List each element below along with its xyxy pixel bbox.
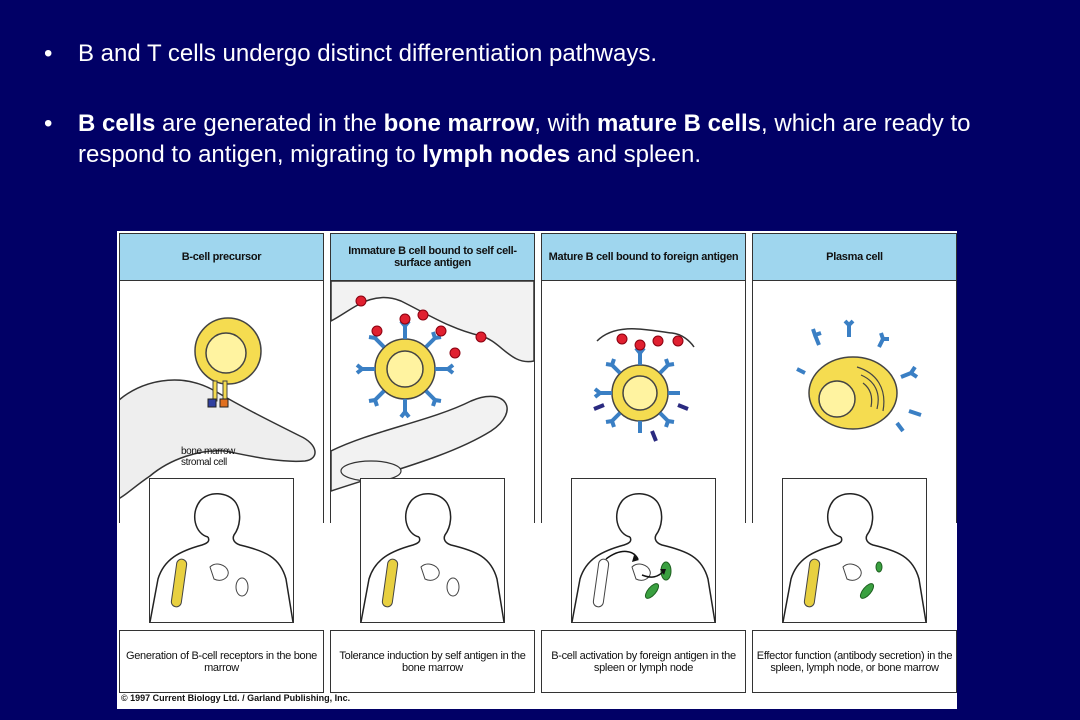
panel-caption: Generation of B-cell receptors in the bo… [119, 630, 324, 693]
nucleus [205, 332, 247, 374]
body-outline [782, 478, 927, 623]
panel-header: Plasma cell [752, 233, 957, 281]
lymph-node-icon [875, 561, 883, 573]
co-receptors [593, 403, 689, 442]
bone-icon [170, 558, 188, 608]
panel-caption: B-cell activation by foreign antigen in … [541, 630, 746, 693]
cell-illustration [330, 281, 535, 523]
body-outline [149, 478, 294, 623]
panel-header: Immature B cell bound to self cell-surfa… [330, 233, 535, 281]
foreign-antigens [616, 333, 684, 351]
bullet-marker: • [44, 110, 53, 137]
lymph-node-icon [446, 577, 460, 597]
panel-plasma-cell: Plasma cell [752, 233, 957, 704]
b-cell-differentiation-figure: B-cell precursor bone marrow stromal cel… [117, 231, 957, 709]
bone-icon [592, 558, 610, 608]
lymph-node-icon [660, 561, 672, 581]
bullet-text: B and T cells undergo distinct different… [78, 40, 658, 67]
spleen-icon [842, 563, 862, 581]
panel-caption: Tolerance induction by self antigen in t… [330, 630, 535, 693]
nucleus [386, 350, 424, 388]
spleen-icon [631, 563, 651, 581]
cell-illustration [119, 281, 324, 523]
self-antigens [355, 295, 487, 359]
spleen-icon [420, 563, 440, 581]
bullet-text: B cells are generated in the bone marrow… [78, 110, 971, 168]
foreign-antigen-strand [596, 328, 695, 348]
panel-caption: Effector function (antibody secretion) i… [752, 630, 957, 693]
receptor [219, 398, 229, 408]
bone-marrow-stromal-cell [120, 379, 316, 499]
receptor [207, 398, 217, 408]
migration-arrow-icon [605, 550, 639, 560]
nucleus [622, 375, 658, 411]
cell-illustration [541, 281, 746, 523]
panel-b-cell-precursor: B-cell precursor bone marrow stromal cel… [119, 233, 324, 704]
nucleus [818, 380, 856, 418]
body-outline [571, 478, 716, 623]
copyright-notice: © 1997 Current Biology Ltd. / Garland Pu… [121, 693, 351, 703]
cell-illustration [752, 281, 957, 523]
self-cell-surface [331, 281, 534, 363]
lymph-node-icon [235, 577, 249, 597]
stromal-cell-label: bone marrow stromal cell [181, 446, 235, 468]
panel-header: B-cell precursor [119, 233, 324, 281]
bone-icon [381, 558, 399, 608]
endoplasmic-reticulum [856, 366, 885, 412]
body-outline [360, 478, 505, 623]
bullet-marker: • [44, 40, 53, 67]
panel-mature-b-cell: Mature B cell bound to foreign antigen [541, 233, 746, 704]
spleen-icon [209, 563, 229, 581]
panel-immature-b-cell: Immature B cell bound to self cell-surfa… [330, 233, 535, 704]
panel-header: Mature B cell bound to foreign antigen [541, 233, 746, 281]
secreted-antibodies [796, 319, 922, 433]
bone-icon [803, 558, 821, 608]
